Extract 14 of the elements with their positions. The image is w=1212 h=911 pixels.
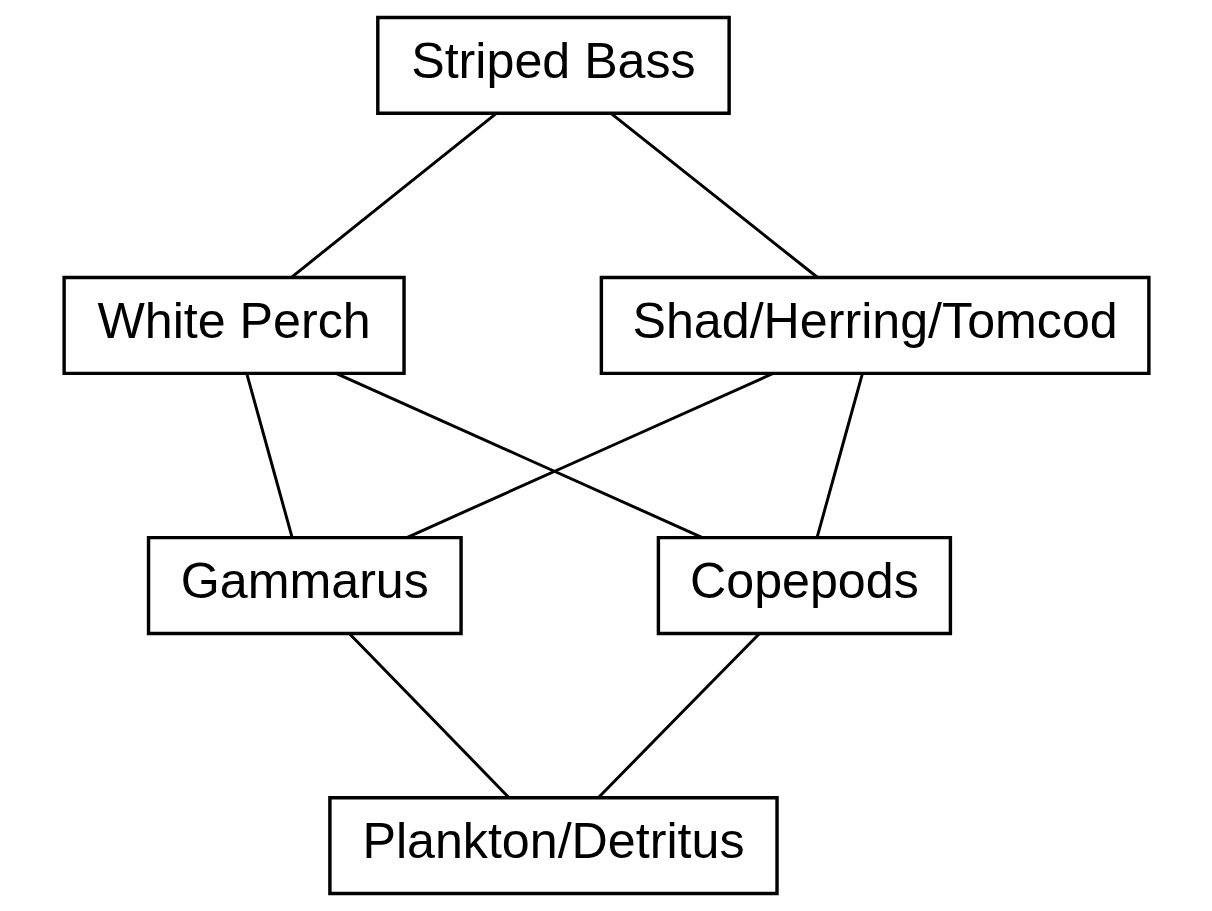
connector <box>244 373 293 538</box>
connector <box>597 632 761 799</box>
node-box: Gammarus <box>146 535 463 636</box>
connector <box>405 372 774 539</box>
node-box: White Perch <box>61 275 406 376</box>
connector <box>290 112 497 279</box>
connector <box>334 372 703 539</box>
node-box: Shad/Herring/Tomcod <box>599 275 1151 376</box>
connector <box>347 632 510 799</box>
connector <box>815 373 864 538</box>
node-box: Striped Bass <box>375 15 731 115</box>
connector <box>609 112 818 279</box>
node-box: Copepods <box>656 535 952 636</box>
node-box: Plankton/Detritus <box>327 796 779 896</box>
